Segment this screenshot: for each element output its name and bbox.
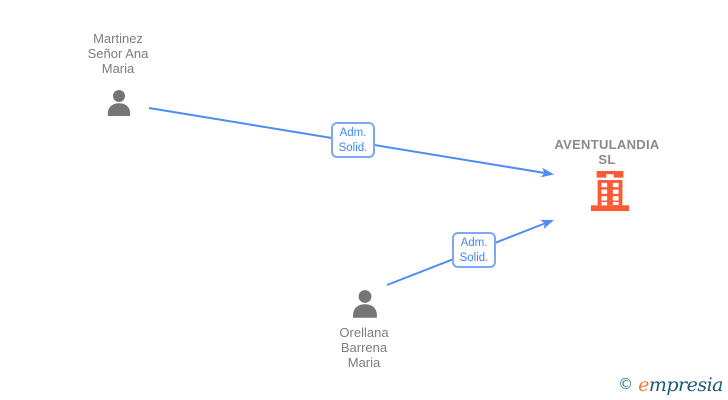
person-icon [107,90,131,116]
company-node[interactable] [589,170,631,212]
person-2-name-line: Barrena [340,340,388,355]
empresia-logo-text: mpresia [648,374,724,396]
company-node-name: AVENTULANDIA SL [507,137,707,167]
empresia-watermark: ©empresia [618,374,723,396]
company-name-line: SL [598,152,616,167]
person-icon [353,290,377,318]
edge-2-label-line: Solid. [459,252,489,264]
edge-2-label: Adm. Solid. [452,232,496,268]
person-node-1-name: Martinez Señor Ana Maria [18,31,218,76]
person-1-name-line: Señor Ana [87,46,149,61]
company-name-line: AVENTULANDIA [554,137,660,152]
person-1-name-line: Maria [101,61,135,76]
person-1-name-line: Martinez [93,31,143,46]
copyright-icon: © [618,375,634,393]
edge-1-label-line: Adm. [339,127,367,139]
building-icon [590,170,630,212]
person-2-name-line: Maria [347,355,381,370]
person-node-1[interactable] [104,89,134,119]
edge-1-label: Adm. Solid. [331,122,375,158]
empresia-logo-initial: e [638,374,649,396]
person-node-2[interactable] [349,289,381,321]
edge-2-label-line: Adm. [460,237,488,249]
edge-1-label-line: Solid. [338,142,368,154]
person-2-name-line: Orellana [339,325,389,340]
empresia-logo: empresia [638,374,723,396]
person-node-2-name: Orellana Barrena Maria [264,325,464,370]
